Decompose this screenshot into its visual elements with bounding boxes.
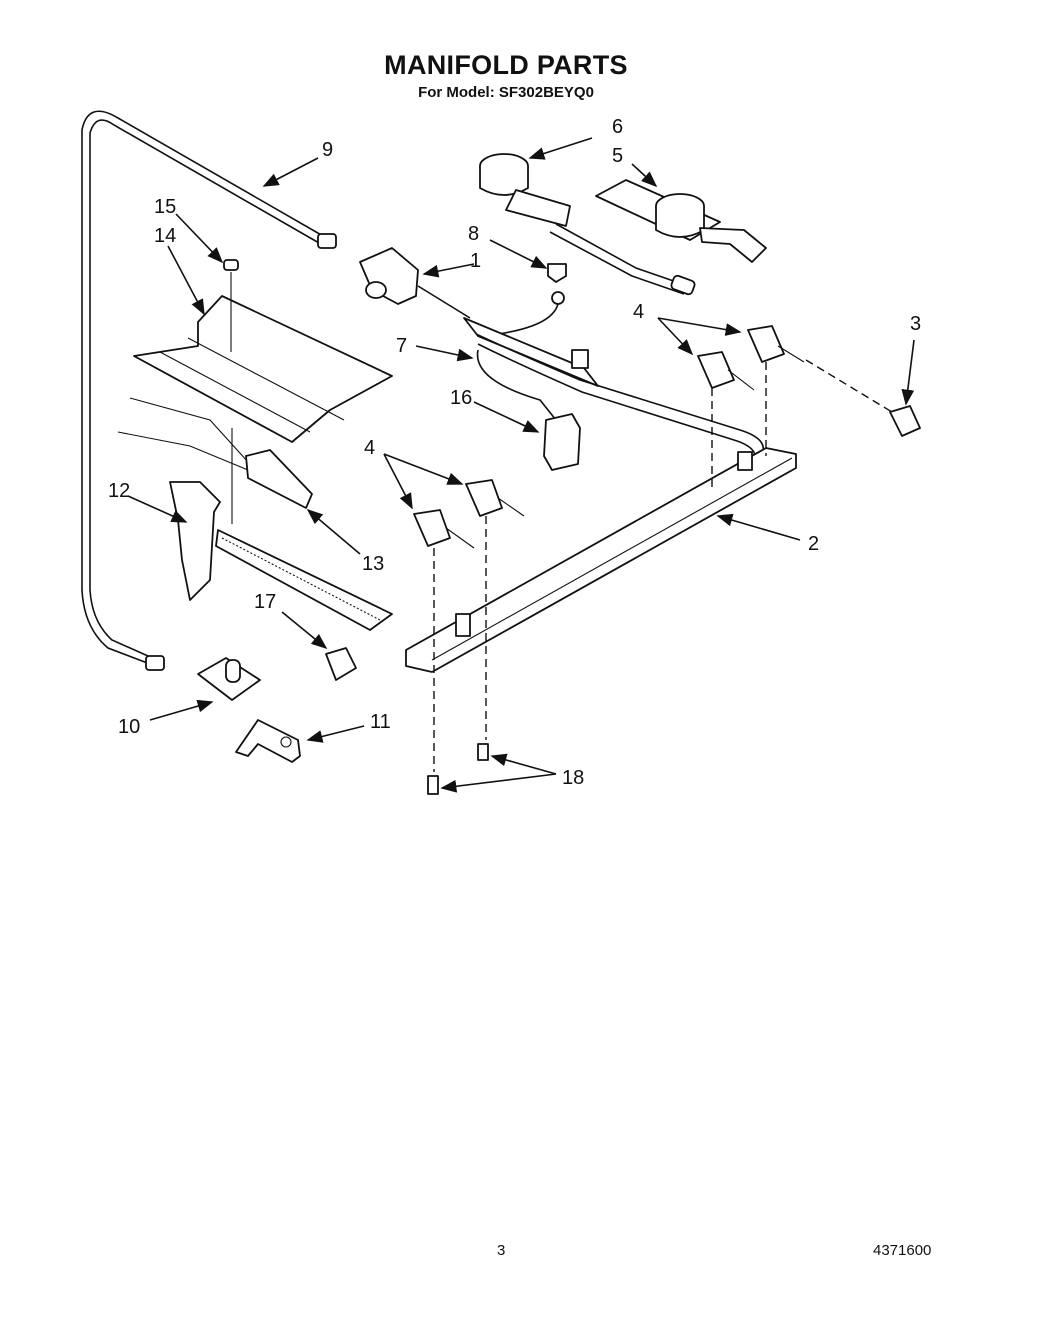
- leader-arrows: [127, 137, 915, 793]
- page-title: MANIFOLD PARTS: [384, 50, 628, 80]
- callout-16: 16: [450, 387, 472, 409]
- callout-3: 3: [910, 313, 921, 335]
- callout-15: 15: [154, 196, 176, 218]
- alignment-lines: [433, 362, 767, 772]
- callout-6: 6: [612, 116, 623, 138]
- clip-part-17: [325, 647, 357, 681]
- callout-4-left: 4: [364, 437, 375, 459]
- bake-burner-part-12: [169, 481, 393, 631]
- callout-9: 9: [322, 139, 333, 161]
- callout-13: 13: [362, 553, 384, 575]
- callout-10: 10: [118, 716, 140, 738]
- cap-part-10: [197, 657, 261, 701]
- callout-18: 18: [562, 767, 584, 789]
- valve-part-1: [359, 247, 471, 319]
- switch-part-16: [543, 413, 581, 471]
- callout-11: 11: [370, 711, 391, 733]
- valve-part-4-a: [413, 509, 475, 549]
- callout-1: 1: [470, 250, 481, 272]
- callout-5: 5: [612, 145, 623, 167]
- callout-7: 7: [396, 335, 407, 357]
- bracket-part-8: [497, 263, 567, 335]
- screw-part-18: [427, 743, 489, 795]
- heat-shield-part-14: [133, 295, 393, 443]
- gas-tube-part-9: [81, 110, 337, 671]
- bracket-part-11: [235, 719, 301, 763]
- callout-17: 17: [254, 591, 276, 613]
- document-number: 4371600: [873, 1242, 932, 1259]
- page-number: 3: [497, 1242, 506, 1259]
- manifold-pipe-part-7: [463, 317, 765, 463]
- callout-labels: 1 2 3 4 4 5 6 7 8 9 10 11 12 13 14 15 16…: [108, 116, 921, 789]
- rear-burner-part-6: [479, 153, 696, 296]
- manifold-bar-part-2: [405, 447, 797, 673]
- callout-4-right: 4: [633, 301, 644, 323]
- callout-8: 8: [468, 223, 479, 245]
- igniter-part-13: [117, 397, 313, 524]
- valve-part-4-c: [697, 351, 755, 391]
- front-burner-part-5: [595, 179, 767, 263]
- valve-part-4-b: [465, 479, 525, 517]
- model-subtitle: For Model: SF302BEYQ0: [418, 84, 594, 101]
- callout-2: 2: [808, 533, 819, 555]
- nut-part-15: [223, 259, 239, 352]
- valve-part-4-d: [747, 325, 805, 363]
- callout-12: 12: [108, 480, 130, 502]
- callout-14: 14: [154, 225, 176, 247]
- orifice-part-3: [805, 359, 921, 437]
